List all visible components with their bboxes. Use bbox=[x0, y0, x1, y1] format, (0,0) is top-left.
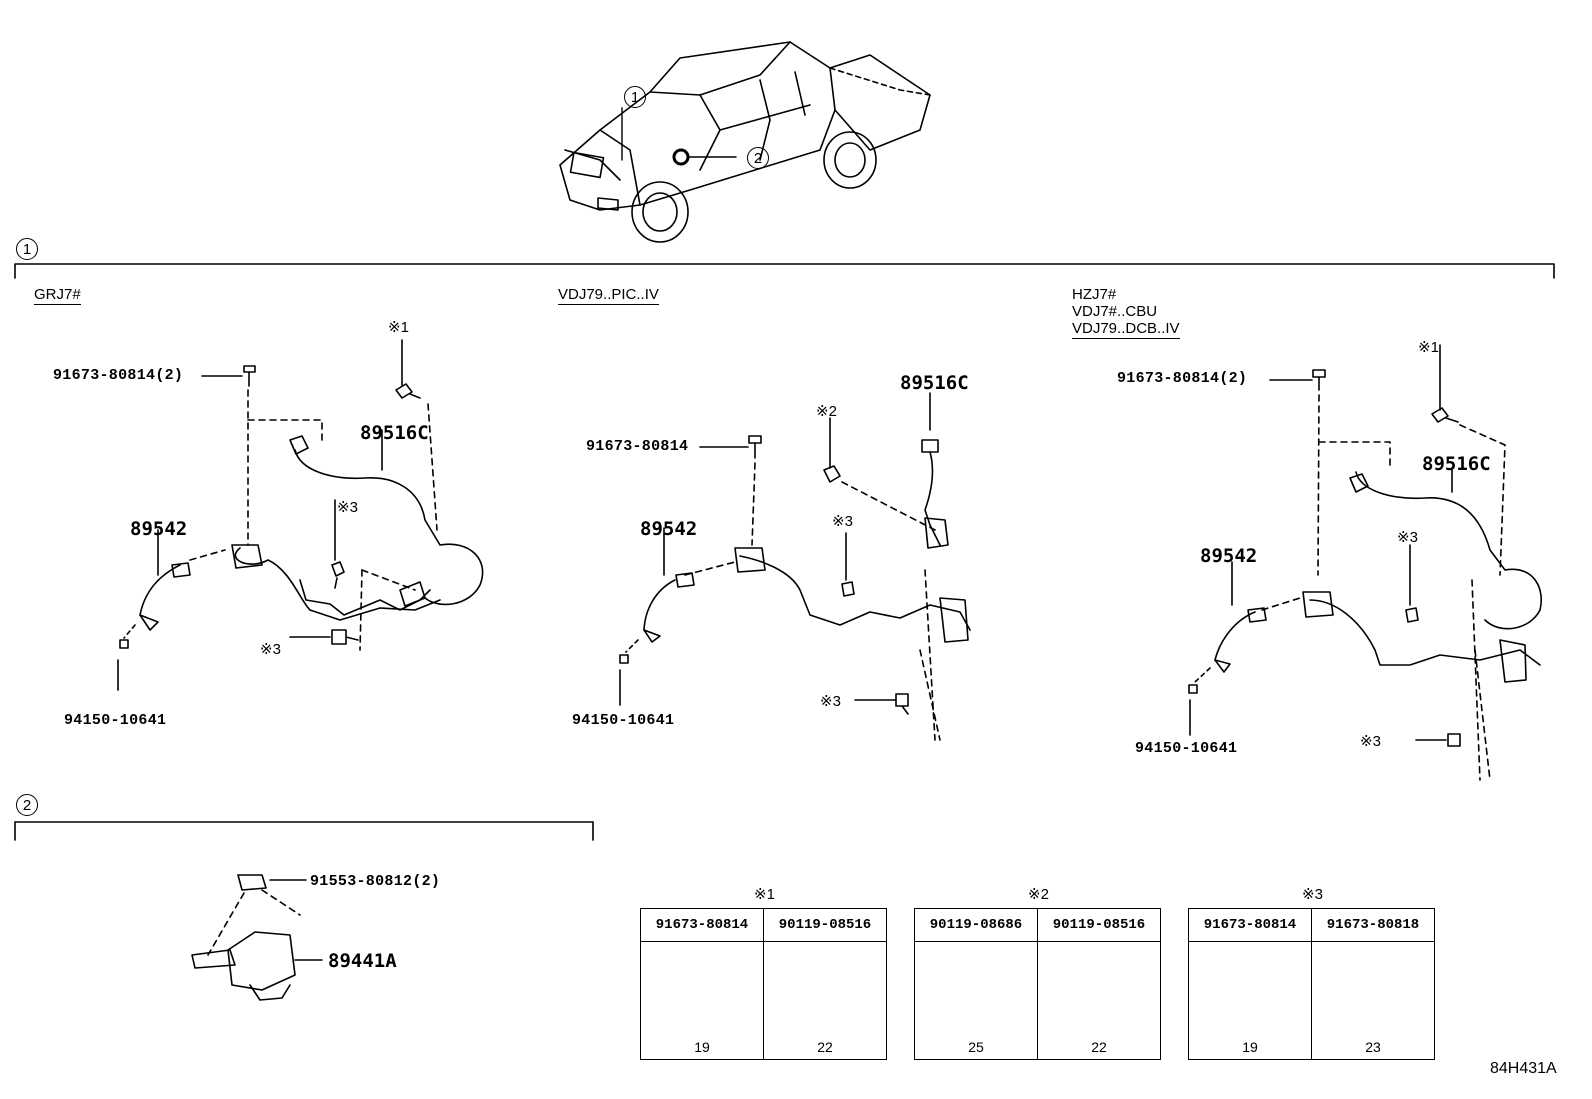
mark-3a-right: ※3 bbox=[1397, 529, 1418, 546]
callout-2-circle[interactable]: 2 bbox=[747, 147, 769, 169]
table-2-part-1[interactable]: 90119-08686 bbox=[915, 909, 1037, 942]
part-label-89542-right[interactable]: 89542 bbox=[1200, 545, 1258, 567]
mark-3b-right: ※3 bbox=[1360, 733, 1381, 750]
section-1-number: 1 bbox=[16, 238, 38, 260]
part-label-89516c-right[interactable]: 89516C bbox=[1422, 453, 1491, 475]
mark-1-left: ※1 bbox=[388, 319, 409, 336]
variant-vdj-cbu-label: VDJ7#..CBU bbox=[1072, 303, 1158, 320]
table-3-length-2: 23 bbox=[1365, 1039, 1381, 1055]
table-1-mark: ※1 bbox=[754, 886, 775, 903]
fastener-table-3: 91673-80814 19 91673-80818 23 bbox=[1188, 908, 1435, 1060]
mark-2-mid: ※2 bbox=[816, 403, 837, 420]
table-1-length-1: 19 bbox=[694, 1039, 710, 1055]
part-label-94150-10641-right[interactable]: 94150-10641 bbox=[1135, 740, 1238, 757]
part-label-89516c-mid[interactable]: 89516C bbox=[900, 372, 969, 394]
part-label-89542-mid[interactable]: 89542 bbox=[640, 518, 698, 540]
mark-1-right: ※1 bbox=[1418, 339, 1439, 356]
table-1-col-2: 90119-08516 22 bbox=[764, 909, 886, 1059]
mark-3b-mid: ※3 bbox=[820, 693, 841, 710]
part-label-91673-80814-left[interactable]: 91673-80814(2) bbox=[53, 367, 184, 384]
section-2-bracket bbox=[14, 821, 594, 841]
part-label-91673-80814-right[interactable]: 91673-80814(2) bbox=[1117, 370, 1248, 387]
section-2-number: 2 bbox=[16, 794, 38, 816]
table-1-part-1[interactable]: 91673-80814 bbox=[641, 909, 763, 942]
drawing-id: 84H431A bbox=[1490, 1060, 1557, 1077]
variant-hzj-label: HZJ7# bbox=[1072, 286, 1117, 303]
table-3-col-2: 91673-80818 23 bbox=[1312, 909, 1434, 1059]
table-3-mark: ※3 bbox=[1302, 886, 1323, 903]
mark-3a-left: ※3 bbox=[337, 499, 358, 516]
vehicle-illustration bbox=[559, 41, 931, 243]
part-label-91673-80814-mid[interactable]: 91673-80814 bbox=[586, 438, 689, 455]
part-label-94150-10641-mid[interactable]: 94150-10641 bbox=[572, 712, 675, 729]
section-2-drawing bbox=[191, 874, 323, 1001]
mark-3b-left: ※3 bbox=[260, 641, 281, 658]
table-2-length-2: 22 bbox=[1091, 1039, 1107, 1055]
table-2-col-2: 90119-08516 22 bbox=[1038, 909, 1160, 1059]
part-label-89516c-left[interactable]: 89516C bbox=[360, 422, 429, 444]
left-assembly-drawing bbox=[117, 339, 484, 691]
table-3-part-1[interactable]: 91673-80814 bbox=[1189, 909, 1311, 942]
part-label-89542-left[interactable]: 89542 bbox=[130, 518, 188, 540]
mark-3a-mid: ※3 bbox=[832, 513, 853, 530]
table-1-length-2: 22 bbox=[817, 1039, 833, 1055]
table-3-col-1: 91673-80814 19 bbox=[1189, 909, 1312, 1059]
section-1-bracket bbox=[14, 263, 1555, 279]
variant-vdj-dcb-label: VDJ79..DCB..IV bbox=[1072, 320, 1180, 339]
middle-assembly-drawing bbox=[619, 392, 971, 741]
part-label-89441a[interactable]: 89441A bbox=[328, 950, 397, 972]
table-2-col-1: 90119-08686 25 bbox=[915, 909, 1038, 1059]
table-3-length-1: 19 bbox=[1242, 1039, 1258, 1055]
table-2-part-2[interactable]: 90119-08516 bbox=[1038, 909, 1160, 942]
table-3-part-2[interactable]: 91673-80818 bbox=[1312, 909, 1434, 942]
fastener-table-1: 91673-80814 19 90119-08516 22 bbox=[640, 908, 887, 1060]
variant-grj-label: GRJ7# bbox=[34, 286, 81, 305]
part-label-91553-80812[interactable]: 91553-80812(2) bbox=[310, 873, 441, 890]
callout-1-circle[interactable]: 1 bbox=[624, 86, 646, 108]
table-2-mark: ※2 bbox=[1028, 886, 1049, 903]
fastener-table-2: 90119-08686 25 90119-08516 22 bbox=[914, 908, 1161, 1060]
part-label-94150-10641-left[interactable]: 94150-10641 bbox=[64, 712, 167, 729]
table-1-part-2[interactable]: 90119-08516 bbox=[764, 909, 886, 942]
table-1-col-1: 91673-80814 19 bbox=[641, 909, 764, 1059]
variant-vdj-pic-label: VDJ79..PIC..IV bbox=[558, 286, 659, 305]
right-assembly-drawing bbox=[1188, 344, 1542, 781]
table-2-length-1: 25 bbox=[968, 1039, 984, 1055]
